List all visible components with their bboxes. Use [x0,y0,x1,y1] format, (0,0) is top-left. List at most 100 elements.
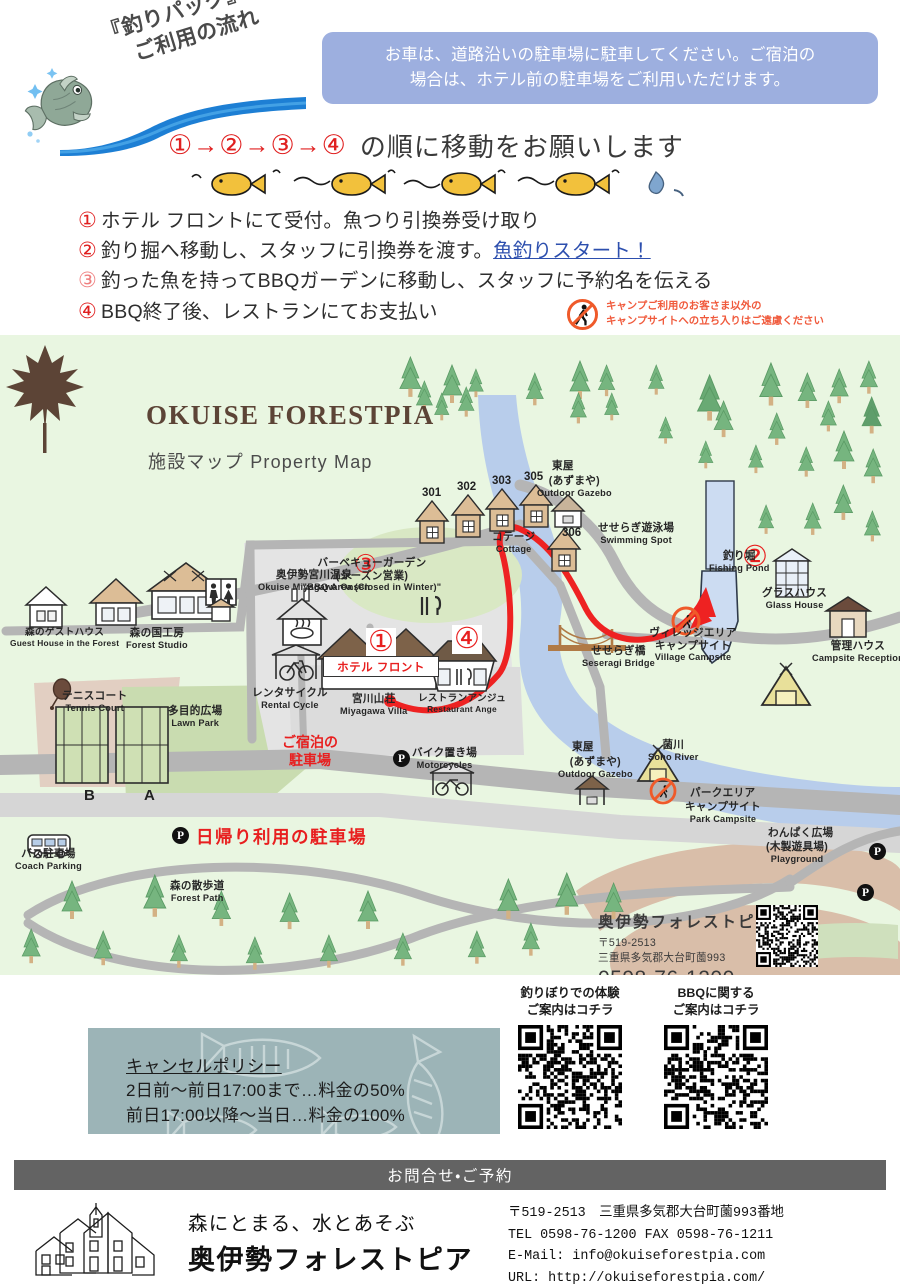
no-entry-notice-text: キャンプご利用のお客さま以外の キャンプサイトへの立ち入りはご遠慮ください [606,299,824,329]
step-text-2: 釣り掘へ移動し、スタッフに引換券を渡す。 [101,240,494,263]
map-label-en: Playground [770,853,824,864]
map-label-ja: パークエリア [690,787,756,799]
parking-mark-right-1: P [869,843,886,860]
top-instructions-section: 『釣りパック』 ご利用の流れ お車は、道路沿いの駐車場に駐車してください。ご宿泊… [0,0,900,335]
red-route-path [387,524,703,714]
footer-phone: TEL 0598-76-1200 FAX 0598-76-1211 [508,1227,774,1243]
map-label-ja: レストランアンジュ [418,693,506,704]
map-label-en: Motorcycles [416,759,473,770]
parking-notice-box: お車は、道路沿いの駐車場に駐車してください。ご宿泊の 場合は、ホテル前の駐車場を… [322,32,878,104]
property-map[interactable]: OKUISE FORESTPIA 施設マップ Property Map 301 … [0,335,900,975]
blue-wave-swoosh [59,97,307,156]
map-label-ja: 多目的広場 [168,705,223,717]
stay-parking-line1: ご宿泊の [282,734,338,750]
map-label-13: (あずまや)Outdoor Gazebo [537,475,612,499]
map-address-block: 奥伊勢フォレストピア 〒519-2513 三重県多気郡大台町薗993 0598-… [598,910,773,975]
campsite-reception-icon [823,596,873,638]
footer-email[interactable]: E-Mail: info@okuiseforestpia.com [508,1249,766,1265]
map-label-bbq-garden: バーベキューガーデン (シーズン営業) "BBQ Area (Closed in… [303,557,442,593]
map-label-ja: 宮川山荘 [351,693,396,705]
map-label-en: Seseragi Bridge [582,657,655,668]
map-label-ja: (あずまや) [548,475,600,487]
qr-column-bbq[interactable]: BBQに関する ご案内はコチラ [654,985,778,1134]
stay-parking-line2: 駐車場 [289,752,331,769]
forest-studio-icon [88,577,144,626]
hotel-building-logo [35,1203,155,1276]
tree-cluster-lower [21,871,624,970]
jumping-fish-illustration [24,68,93,143]
no-entry-notice: キャンプご利用のお客さま以外の キャンプサイトへの立ち入りはご遠慮ください [566,293,896,335]
map-label-en: Outdoor Gazebo [537,487,612,498]
map-label-24: わんぱく広場 [768,827,833,840]
day-parking-label: 日帰り利用の駐車場 [196,827,367,847]
parking-notice-line1: お車は、道路沿いの駐車場に駐車してください。ご宿泊の [384,45,816,64]
map-label-14: 東屋 [572,741,594,754]
policy-line2: 前日17:00以降～当日…料金の100% [126,1105,406,1125]
map-qr-code[interactable] [756,905,818,967]
map-marker-1: ① [366,626,396,658]
no-entry-park-icon [649,777,677,805]
map-label-ja: レンタサイクル [252,687,328,699]
qr-fishing-caption-line2: ご案内はコチラ [526,1003,614,1018]
maple-leaf-logo [6,345,84,453]
map-label-ja: バス駐車場 [21,848,76,860]
footer-address: 〒519-2513 三重県多気郡大台町薗993番地 [508,1206,784,1221]
map-label-ja: テニスコート [62,690,128,702]
guest-house-icon [24,585,68,628]
cottage-number-306: 306 [562,527,582,539]
map-label-ja: コテージ [492,531,536,543]
map-address-tel: 0598-76-1200 [598,967,773,975]
cottage-number-301: 301 [422,487,442,499]
map-label-ja: (あずまや) [569,756,621,768]
footer-url[interactable]: URL: http://okuiseforestpia.com/ [508,1271,766,1286]
order-arrow-1: → [193,130,219,159]
order-num-1: ① [168,129,193,160]
map-label-15: (あずまや)Outdoor Gazebo [558,756,633,780]
step-num-1: ① [78,209,98,232]
map-label-en: Sono River [648,751,699,762]
order-num-3: ③ [270,129,295,160]
map-label-ja: 森の散歩道 [170,880,225,892]
cottage-number-305: 305 [524,471,544,483]
restroom-icon [205,578,237,622]
bbq-label-line2: (シーズン営業) [335,569,409,582]
tree-cluster-upper [399,355,883,542]
order-arrow-2: → [244,130,270,159]
policy-text: キャンセルポリシー 2日前～前日17:00まで…料金の50% 前日17:00以降… [126,1055,405,1128]
step-text-1: ホテル フロントにて受付。魚つり引換券受け取り [101,210,541,232]
qr-code-bbq[interactable] [664,1025,768,1130]
village-label-line1: ヴィレッジエリア [649,627,737,639]
map-label-ja: 森のゲストハウス [25,627,105,638]
footer-brand: 森にとまる、水とあそぶ 奥伊勢フォレストピア [188,1207,473,1277]
order-num-4: ④ [321,129,346,160]
qr-code-fishing[interactable] [518,1025,622,1130]
map-label-ja: 東屋 [552,460,574,472]
map-label-ja: わんぱく広場 [768,827,834,839]
footer-contact-bar: お問合せ・ご予約 [14,1160,886,1190]
qr-bbq-caption-line2: ご案内はコチラ [672,1003,760,1018]
map-label-en: Campsite Reception [812,652,900,663]
map-label-ja: 菌川 [662,739,685,751]
map-label-en: Miyagawa Villa [340,705,408,716]
parking-mark-day: P [172,827,189,844]
policy-box [88,1028,500,1134]
step-text-3: 釣った魚を持ってBBQガーデンに移動し、スタッフに予約名を伝える [101,270,713,293]
no-entry-line2: キャンプサイトへの立ち入りはご遠慮ください [606,316,824,327]
map-graphics [0,335,900,975]
qr-column-fishing[interactable]: 釣りぼりでの体験 ご案内はコチラ [508,985,632,1134]
map-label-ja: キャンプサイト [685,801,761,813]
map-label-25: (木製遊具場)Playground [766,841,828,865]
village-label-en: Village Campsite [654,652,732,662]
